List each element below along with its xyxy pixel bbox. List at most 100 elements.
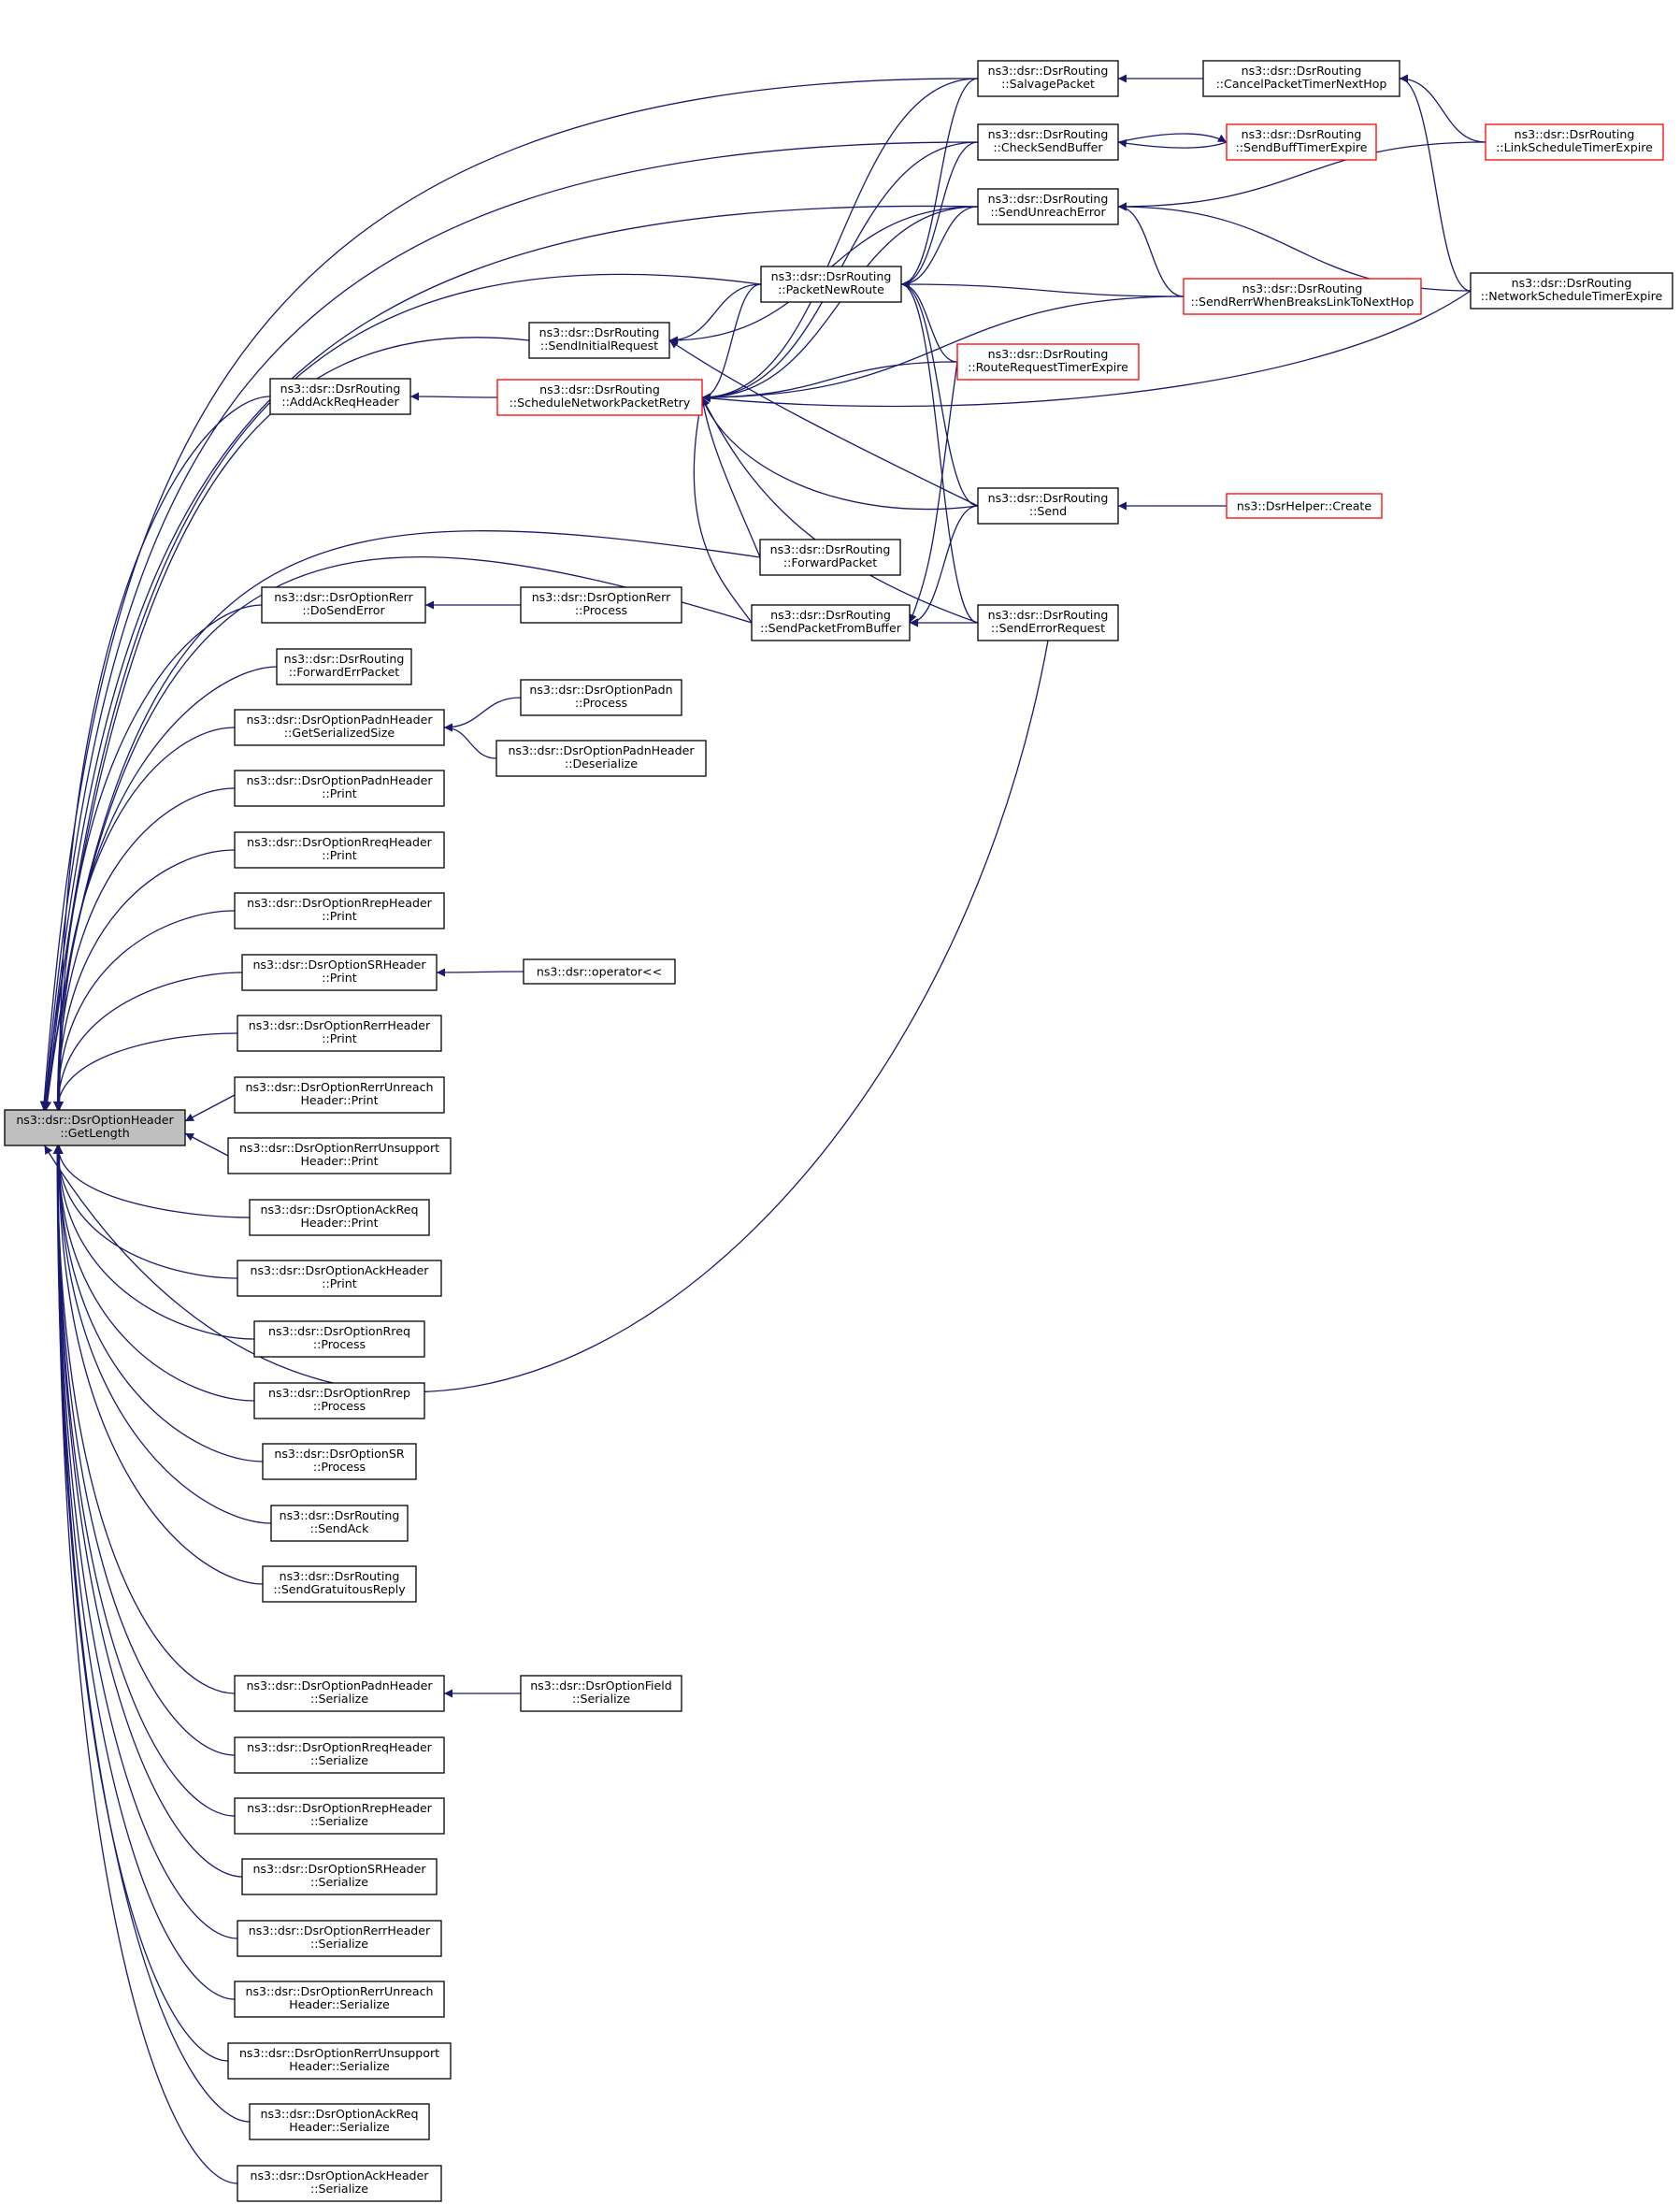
node-label-line: ::SendBuffTimerExpire [1235,140,1367,154]
call-edge [53,1145,255,1402]
node-rerr-unsupp-print[interactable]: ns3::dsr::DsrOptionRerrUnsupportHeader::… [227,1137,452,1174]
call-edge [443,697,522,732]
edge-arrow [699,396,761,558]
node-rerr-print[interactable]: ns3::dsr::DsrOptionRerrHeader::Print [237,1015,442,1052]
node-label-line: ns3::dsr::DsrOptionAckReq [260,1203,418,1217]
edge-arrow [54,396,271,1111]
node-field-ser[interactable]: ns3::dsr::DsrOptionField::Serialize [520,1675,682,1712]
node-net-sched-timer[interactable]: ns3::dsr::DsrRouting::NetworkScheduleTim… [1470,272,1673,310]
call-edge [52,1145,236,2000]
edge-arrow [53,1145,238,1939]
call-edge [699,396,761,558]
call-edge [184,1132,229,1157]
node-padn-ser[interactable]: ns3::dsr::DsrOptionPadnHeader::Serialize [234,1675,445,1712]
node-label-line: ns3::dsr::DsrOptionRerrUnsupport [239,1141,439,1155]
node-cancel-timer[interactable]: ns3::dsr::DsrRouting::CancelPacketTimerN… [1202,60,1400,97]
node-do-send-error[interactable]: ns3::dsr::DsrOptionRerr::DoSendError [261,586,426,624]
edge-arrow [53,1145,238,2184]
node-box [496,379,703,416]
node-rerr-unreach-ser[interactable]: ns3::dsr::DsrOptionRerrUnreachHeader::Se… [234,1981,445,2018]
call-edge [1399,74,1486,143]
edge-arrow [52,849,236,1111]
node-operator-l-l[interactable]: ns3::dsr::operator<< [523,958,676,985]
node-sched-retry[interactable]: ns3::dsr::DsrRouting::ScheduleNetworkPac… [496,379,703,416]
edge-arrow [53,1145,243,1878]
node-label-line: ::SalvagePacket [1001,77,1095,91]
node-sr-print[interactable]: ns3::dsr::DsrOptionSRHeader::Print [241,954,438,991]
node-ack-print[interactable]: ns3::dsr::DsrOptionAckHeader::Print [237,1260,442,1297]
node-ack-req-ser[interactable]: ns3::dsr::DsrOptionAckReqHeader::Seriali… [249,2103,430,2140]
call-edge [52,787,236,1111]
node-send-ack[interactable]: ns3::dsr::DsrRouting::SendAck [270,1505,409,1542]
node-padn-deser[interactable]: ns3::dsr::DsrOptionPadnHeader::Deseriali… [495,740,707,777]
node-send-initial[interactable]: ns3::dsr::DsrRouting::SendInitialRequest [528,322,670,359]
node-packet-new-route[interactable]: ns3::dsr::DsrRouting::PacketNewRoute [760,266,902,303]
node-sr-process[interactable]: ns3::dsr::DsrOptionSR::Process [262,1443,417,1480]
node-send-from-buffer[interactable]: ns3::dsr::DsrRouting::SendPacketFromBuff… [751,604,911,641]
node-padn-print[interactable]: ns3::dsr::DsrOptionPadnHeader::Print [234,770,445,807]
node-rrep-ser[interactable]: ns3::dsr::DsrOptionRrepHeader::Serialize [234,1797,445,1835]
node-label-line: ::SendAck [310,1521,370,1535]
node-rrep-process[interactable]: ns3::dsr::DsrOptionRrep::Process [253,1382,425,1419]
node-ack-ser[interactable]: ns3::dsr::DsrOptionAckHeader::Serialize [237,2165,442,2202]
node-label-line: ns3::dsr::DsrOptionRerrUnreach [245,1080,433,1094]
node-label-line: ::Deserialize [565,756,638,771]
node-label-line: ::CancelPacketTimerNextHop [1216,77,1387,91]
node-rreq-print[interactable]: ns3::dsr::DsrOptionRreqHeader::Print [234,831,445,869]
node-box [234,1076,445,1114]
node-rreq-process[interactable]: ns3::dsr::DsrOptionRreq::Process [253,1320,425,1358]
node-label-line: ns3::dsr::DsrOptionSRHeader [252,1862,426,1876]
edge-arrow [53,1145,251,1218]
node-link-sched-timer[interactable]: ns3::dsr::DsrRouting::LinkScheduleTimerE… [1485,123,1664,161]
node-check-send-buffer[interactable]: ns3::dsr::DsrRouting::CheckSendBuffer [977,123,1119,161]
call-edge [55,666,278,1111]
node-box [237,1920,442,1957]
node-rerr-unsupp-ser[interactable]: ns3::dsr::DsrOptionRerrUnsupportHeader::… [227,2042,452,2080]
node-sr-ser[interactable]: ns3::dsr::DsrOptionSRHeader::Serialize [241,1858,438,1895]
node-send-buff-timer[interactable]: ns3::dsr::DsrRouting::SendBuffTimerExpir… [1226,123,1377,161]
node-label-line: ns3::dsr::DsrOptionRrepHeader [247,1801,433,1815]
call-edge [409,392,498,401]
node-padn-process[interactable]: ns3::dsr::DsrOptionPadn::Process [520,679,682,716]
node-label-line: ns3::dsr::DsrRouting [539,325,660,339]
node-forward-err[interactable]: ns3::dsr::DsrRouting::ForwardErrPacket [276,648,412,685]
edge-arrow [900,78,979,289]
edge-arrow [701,283,762,402]
node-label-line: ns3::dsr::DsrOptionAckHeader [251,1263,430,1277]
node-label-line: ns3::dsr::DsrRouting [1242,281,1363,295]
node-send-unreach[interactable]: ns3::dsr::DsrRouting::SendUnreachError [977,188,1119,225]
edge-arrow [52,787,236,1111]
node-label-line: Header::Print [300,1154,378,1168]
edge-arrow [52,1145,236,1756]
edge-arrow [1399,74,1486,143]
node-send-rerr-breaks[interactable]: ns3::dsr::DsrRouting::SendRerrWhenBreaks… [1183,278,1422,315]
edge-arrow [41,205,979,1111]
edge-arrow [1399,74,1472,292]
edge-arrow [43,640,1049,1393]
node-send-err-req[interactable]: ns3::dsr::DsrRouting::SendErrorRequest [977,604,1119,641]
node-helper-create[interactable]: ns3::DsrHelper::Create [1226,493,1383,519]
call-edge [701,283,762,402]
node-label-line: ns3::dsr::DsrRouting [1242,127,1362,141]
node-forward-packet[interactable]: ns3::dsr::DsrRouting::ForwardPacket [759,539,901,576]
node-box [1485,123,1664,161]
node-send-grat[interactable]: ns3::dsr::DsrRouting::SendGratuitousRepl… [262,1565,417,1603]
node-rreq-ser[interactable]: ns3::dsr::DsrOptionRreqHeader::Serialize [234,1736,445,1774]
edge-arrow [54,1145,264,1462]
node-rrep-print[interactable]: ns3::dsr::DsrOptionRrepHeader::Print [234,892,445,929]
node-rerr-ser[interactable]: ns3::dsr::DsrOptionRerrHeader::Serialize [237,1920,442,1957]
node-root[interactable]: ns3::dsr::DsrOptionHeader::GetLength [4,1109,186,1146]
node-label-line: ::SendErrorRequest [991,621,1105,635]
node-send[interactable]: ns3::dsr::DsrRouting::Send [977,487,1119,525]
node-label-line: ns3::dsr::DsrRouting [1512,276,1632,290]
node-label-line: ns3::dsr::DsrRouting [770,542,891,556]
node-salvage[interactable]: ns3::dsr::DsrRouting::SalvagePacket [977,60,1119,97]
node-label-line: ns3::dsr::DsrOptionPadn [529,683,672,697]
call-edge [701,290,1472,408]
node-padn-get-size[interactable]: ns3::dsr::DsrOptionPadnHeader::GetSerial… [234,709,445,746]
node-rerr-process[interactable]: ns3::dsr::DsrOptionRerr::Process [520,586,682,624]
node-route-req-timer[interactable]: ns3::dsr::DsrRouting::RouteRequestTimerE… [956,343,1140,381]
node-addackreq[interactable]: ns3::dsr::DsrRouting::AddAckReqHeader [269,378,411,415]
node-rerr-unreach-print[interactable]: ns3::dsr::DsrOptionRerrUnreachHeader::Pr… [234,1076,445,1114]
